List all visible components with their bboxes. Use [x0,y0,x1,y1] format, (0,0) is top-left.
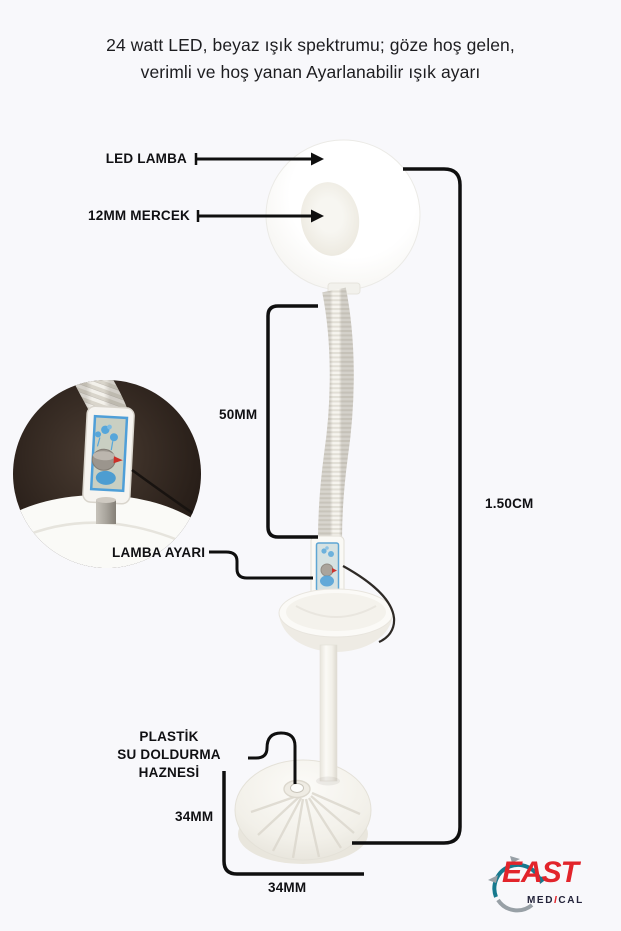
base [234,759,372,864]
pole [316,644,340,786]
title-line-1: 24 watt LED, beyaz ışık spektrumu; göze … [106,35,515,55]
inset-cable [131,468,195,516]
label-water-reservoir: PLASTİK SU DOLDURMA HAZNESİ [88,728,250,782]
label-lens: 12MM MERCEK [88,208,190,223]
power-cable [342,565,396,644]
logo-swoosh-icon [488,856,548,913]
lamp-product [234,139,421,864]
label-base-height: 34MM [175,809,214,824]
detail-inset [13,380,201,568]
label-lamp-adjust: LAMBA AYARI [112,545,206,560]
mercek-arrow [196,209,324,223]
logo-i: I [554,895,559,906]
brand-logo: EAST MEDICAL [482,850,614,926]
label-reservoir-line1: PLASTİK [139,729,199,744]
label-total-height: 1.50CM [485,496,534,511]
title-line-2: verimli ve hoş yanan Ayarlanabilir ışık … [140,62,481,82]
logo-east-text: EAST [502,856,579,889]
logo-cal: CAL [558,895,584,906]
gooseneck [318,287,354,541]
bracket-total-height [352,167,462,845]
dimmer-knob [320,563,334,577]
reservoir-line [248,731,297,784]
inset-tray-surface [13,495,201,568]
tray [278,588,394,652]
annotations [194,152,462,876]
label-reservoir-line2: SU DOLDURMA HAZNESİ [117,747,221,780]
inset-control-box [82,405,135,505]
water-fill-hole [283,779,311,799]
page-title: 24 watt LED, beyaz ışık spektrumu; göze … [0,32,621,86]
led-lamba-arrow [194,152,324,166]
logo-medical-text: MEDICAL [527,895,584,906]
logo-med: MED [527,895,555,906]
lamba-ayari-line [209,550,313,580]
inset-connector [96,500,116,524]
label-led-lamp: LED LAMBA [105,151,187,166]
bracket-50mm [266,304,318,539]
label-base-width: 34MM [268,880,307,895]
bracket-34mm [222,771,364,876]
lamp-lens [300,182,360,256]
label-neck-length: 50MM [219,407,258,422]
